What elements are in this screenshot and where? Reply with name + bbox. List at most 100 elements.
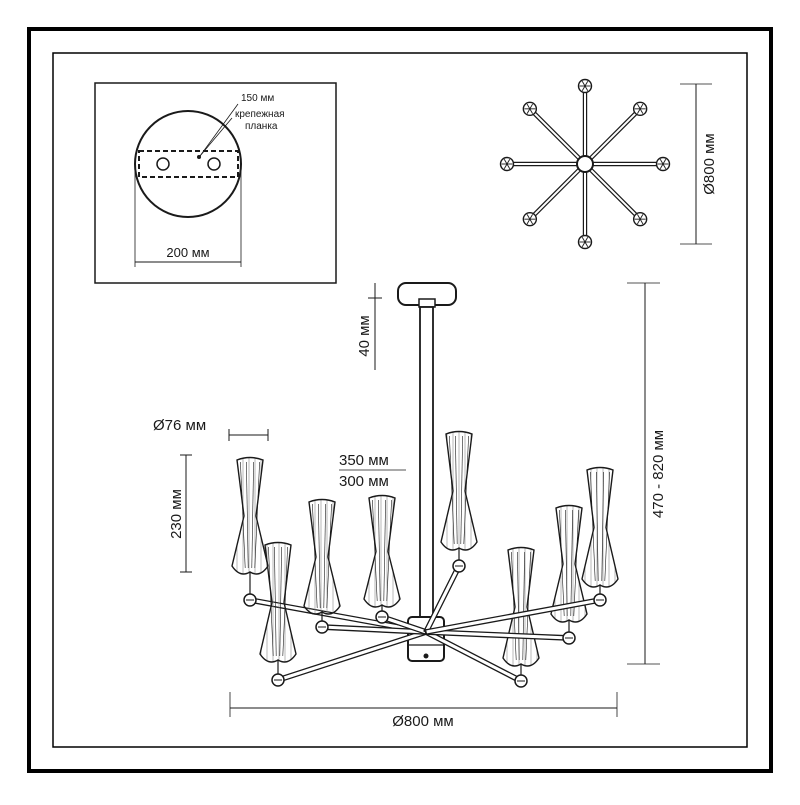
total-height-label: 470 - 820 мм	[650, 430, 667, 518]
side-width-label: Ø800 мм	[392, 713, 454, 730]
rod-length-label-b: 300 мм	[339, 473, 389, 490]
side-arm-assembly	[231, 456, 428, 635]
bracket-hole-left	[156, 157, 170, 171]
rosette-spoke	[637, 218, 641, 225]
rosette-spoke	[503, 163, 508, 169]
rosette-spoke	[662, 159, 667, 165]
top-rosette	[655, 156, 671, 172]
side-arm-assembly	[259, 541, 428, 687]
shade-pleat-line	[326, 503, 332, 609]
rod-length-label-a: 350 мм	[339, 452, 389, 469]
rosette-spoke	[529, 103, 533, 110]
rosette-spoke	[659, 159, 664, 165]
rosette-spoke	[529, 218, 533, 225]
rosette-spoke	[526, 103, 531, 110]
rosette-spoke	[639, 214, 644, 220]
shade-pleat-line	[372, 499, 378, 602]
rosette-spoke	[506, 159, 511, 165]
shade-pleat-line	[604, 471, 610, 582]
side-view	[397, 282, 457, 662]
shade-pleat-line	[601, 471, 604, 582]
shade-pleat-line	[378, 499, 381, 602]
side-arm	[276, 629, 428, 683]
top-rosette	[522, 211, 538, 227]
rosette-spoke	[637, 108, 641, 114]
bracket-leader-line	[199, 117, 233, 157]
top-arm	[582, 163, 588, 243]
shade-pleat-line	[323, 503, 326, 609]
rosette-spoke	[526, 214, 531, 220]
shade-pleat-line	[522, 551, 525, 661]
pleated-shade	[502, 546, 540, 667]
rosette-spoke	[584, 85, 589, 91]
top-arm	[584, 161, 664, 167]
shade-diameter-label: Ø76 мм	[153, 417, 206, 434]
shade-pleat-line	[517, 551, 520, 661]
shade-pleat-line	[596, 471, 599, 582]
rosette-spoke	[526, 108, 531, 114]
shade-pleat-line	[312, 503, 318, 609]
canopy-plate-inset: 150 мм крепежная планка 200 мм	[94, 82, 337, 284]
shade-pleat-line	[455, 435, 458, 545]
rosette-spoke	[584, 241, 589, 247]
rosette-spoke	[503, 159, 508, 165]
shade-pleat-line	[573, 509, 579, 617]
rosette-spoke	[581, 241, 586, 247]
shade-pleat-line	[570, 509, 573, 617]
top-rosette	[632, 101, 648, 117]
shade-pleat-line	[246, 461, 249, 569]
rosette-spoke	[529, 214, 533, 220]
pleated-shade	[550, 504, 588, 623]
rosette-spoke	[581, 85, 586, 91]
pleated-shade	[440, 430, 478, 551]
rosette-spoke	[506, 163, 511, 169]
inner-frame	[52, 52, 748, 748]
rosette-spoke	[639, 103, 644, 110]
top-hub	[576, 155, 594, 173]
shade-pleat-line	[251, 461, 254, 569]
top-view	[499, 78, 671, 250]
shade-pleat-line	[254, 461, 260, 569]
bracket-label-line1: крепежная	[235, 109, 285, 120]
side-arm-assembly	[424, 466, 619, 635]
mounting-bracket	[138, 150, 239, 178]
top-rosette	[522, 101, 538, 117]
rosette-spoke	[639, 108, 644, 114]
pleated-shade	[581, 466, 619, 588]
slot-leader-line	[199, 103, 239, 157]
top-arm	[527, 162, 587, 222]
suspension-rod	[419, 306, 434, 618]
shade-pleat-line	[268, 546, 274, 657]
shade-pleat-line	[318, 503, 321, 609]
rosette-spoke	[637, 103, 641, 110]
top-arm	[527, 106, 587, 166]
shade-pleat-line	[279, 546, 282, 657]
slot-label: 150 мм	[241, 93, 274, 104]
side-arm	[425, 629, 570, 641]
outer-frame	[27, 27, 773, 773]
rosette-spoke	[584, 237, 589, 243]
inset-frame	[94, 82, 337, 284]
rosette-spoke	[659, 163, 664, 169]
top-rosette	[577, 234, 593, 250]
side-canopy-nut	[418, 298, 436, 308]
rosette-spoke	[581, 237, 586, 243]
bracket-hole-right	[207, 157, 221, 171]
bracket-label-line2: планка	[245, 121, 278, 132]
top-view-dimension: Ø800 мм	[680, 83, 718, 245]
top-arm	[506, 161, 586, 167]
top-arm	[582, 85, 588, 165]
pleated-shade	[259, 541, 297, 663]
side-arm-assembly	[423, 430, 478, 634]
hub-screw	[423, 653, 429, 659]
shade-pleat-line	[449, 435, 455, 545]
shade-pleat-line	[240, 461, 246, 569]
shade-pleat-line	[274, 546, 277, 657]
rosette-spoke	[529, 108, 533, 114]
shade-pleat-line	[463, 435, 469, 545]
shade-pleat-line	[386, 499, 392, 602]
inset-width-label: 200 мм	[166, 245, 209, 260]
top-arm	[583, 162, 643, 222]
